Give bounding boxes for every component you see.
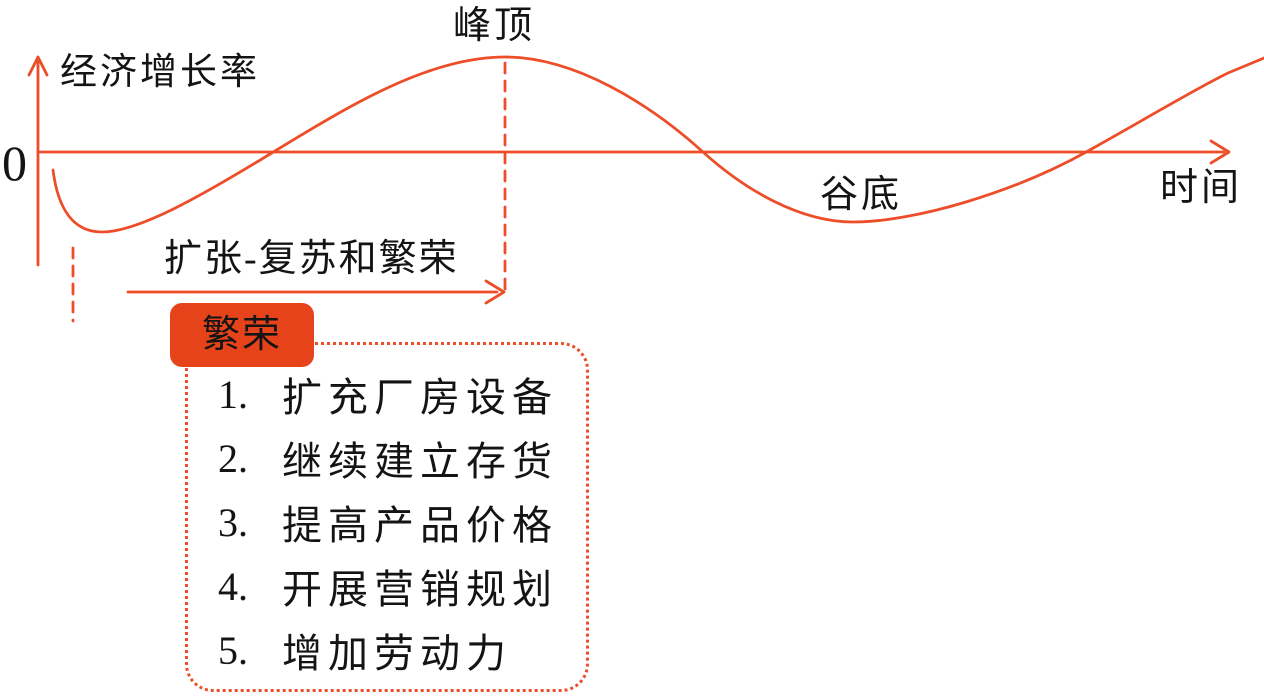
- prosperity-badge-label: 繁荣: [201, 314, 282, 356]
- list-item-number: 2.: [218, 435, 248, 481]
- prosperity-badge: 繁荣: [170, 303, 314, 367]
- list-item-text: 提高产品价格: [282, 503, 558, 548]
- business-cycle-curve: [51, 55, 1264, 234]
- origin-label: 0: [2, 135, 27, 191]
- y-axis-arrow: [27, 55, 49, 77]
- list-item-text: 扩充厂房设备: [282, 375, 558, 420]
- list-item: 1. 扩充厂房设备: [218, 362, 558, 426]
- expansion-phase-label: 扩张-复苏和繁荣: [164, 238, 459, 280]
- x-axis-label: 时间: [1160, 167, 1243, 209]
- list-item-number: 5.: [218, 627, 248, 673]
- peak-label: 峰顶: [453, 5, 536, 47]
- trough-label: 谷底: [820, 174, 903, 216]
- list-item: 5. 增加劳动力: [218, 618, 558, 682]
- list-item-text: 继续建立存货: [282, 439, 558, 484]
- list-item-text: 开展营销规划: [282, 567, 558, 612]
- x-axis-arrow: [1209, 139, 1231, 165]
- y-axis-label: 经济增长率: [60, 52, 260, 93]
- list-item: 4. 开展营销规划: [218, 554, 558, 618]
- prosperity-list: 1. 扩充厂房设备 2. 继续建立存货 3. 提高产品价格 4. 开展营销规划 …: [218, 362, 558, 682]
- list-item-number: 4.: [218, 563, 248, 609]
- prosperity-list-box: [185, 342, 589, 692]
- list-item-number: 1.: [218, 371, 248, 417]
- list-item-text: 增加劳动力: [282, 631, 512, 676]
- expansion-arrow-head: [484, 279, 506, 305]
- list-item-number: 3.: [218, 499, 248, 545]
- list-item: 3. 提高产品价格: [218, 490, 558, 554]
- list-item: 2. 继续建立存货: [218, 426, 558, 490]
